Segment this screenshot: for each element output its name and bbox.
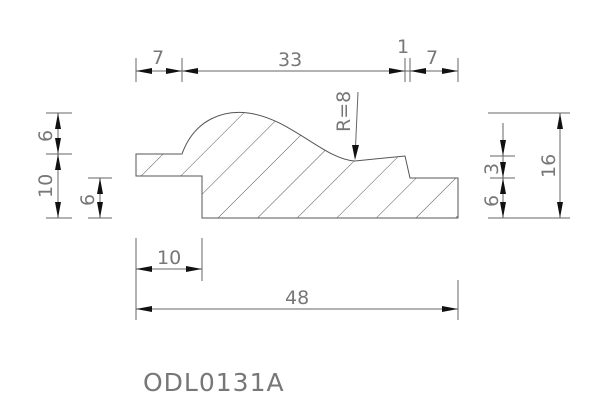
right-dimensions: 3 6 16 <box>481 112 570 219</box>
dim-top-gap: 1 <box>397 36 409 58</box>
left-dimensions: 6 10 6 <box>35 112 112 219</box>
dim-right-total: 16 <box>538 154 560 178</box>
dim-left-inner: 6 <box>77 194 99 206</box>
dim-right-upper: 3 <box>481 163 503 175</box>
dim-top-left: 7 <box>152 47 164 69</box>
hatch-fill <box>136 112 458 218</box>
radius-callout: R=8 <box>333 91 359 160</box>
dim-bottom-total: 48 <box>285 287 309 309</box>
dim-left-upper: 6 <box>35 130 57 142</box>
dim-bottom-step: 10 <box>157 247 181 269</box>
dim-top-middle: 33 <box>278 49 302 71</box>
bottom-dimensions: 10 48 <box>135 238 459 320</box>
moulding-profile <box>135 111 459 219</box>
profile-outline <box>135 111 459 219</box>
top-dimensions: 7 33 1 7 <box>135 36 459 82</box>
dim-top-right: 7 <box>426 47 438 69</box>
dim-left-lower: 10 <box>35 174 57 198</box>
part-name: ODL0131A <box>143 368 285 397</box>
radius-label: R=8 <box>333 91 355 132</box>
dim-right-lower: 6 <box>481 195 503 207</box>
